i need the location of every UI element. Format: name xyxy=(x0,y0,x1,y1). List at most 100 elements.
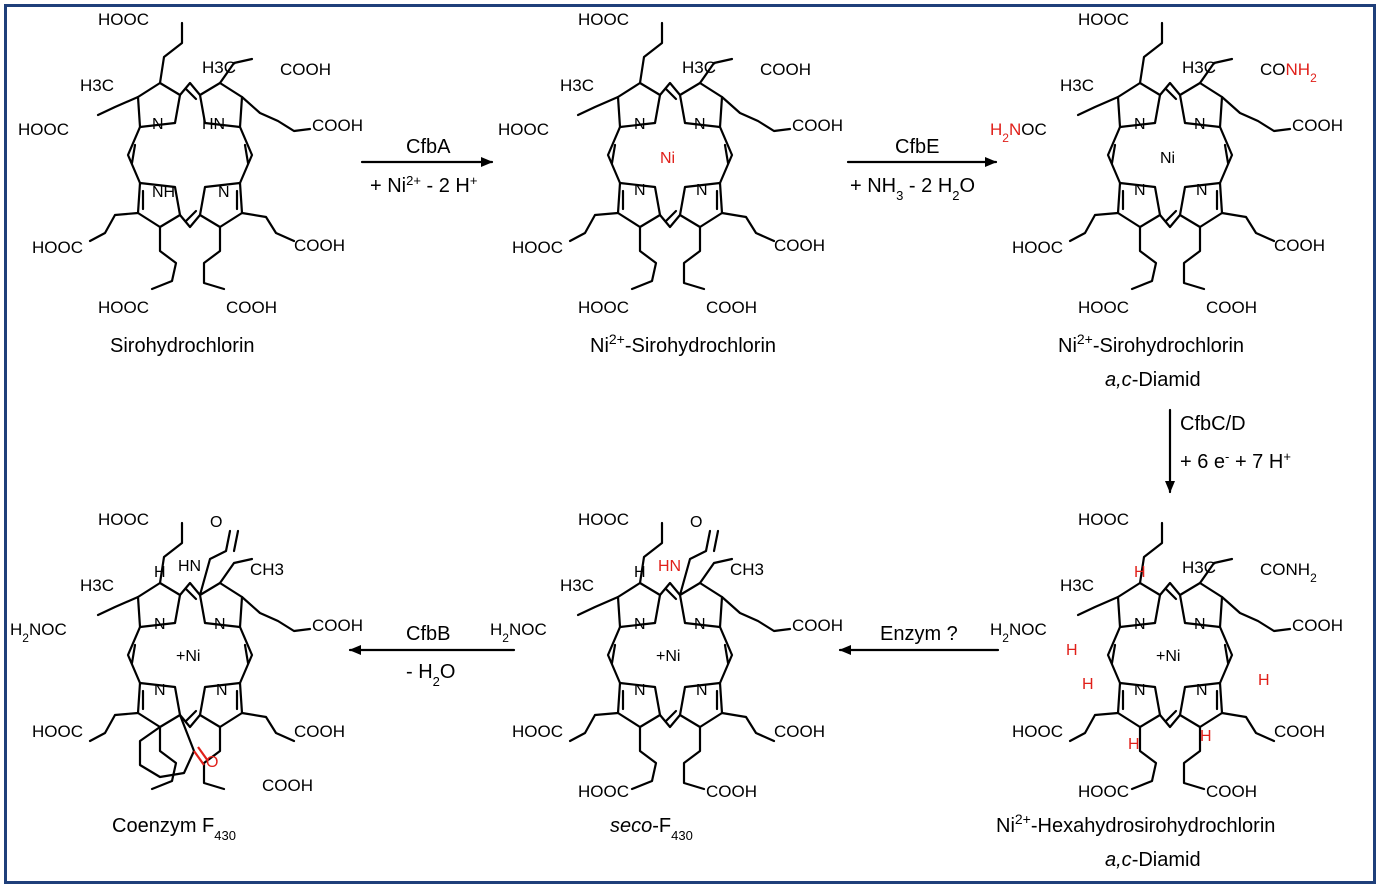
oxygen-atom: O xyxy=(210,514,222,531)
compound-name-4-line2: a,c-Diamid xyxy=(1105,849,1201,871)
cooh-group: COOH xyxy=(792,616,843,635)
compound-name-4: Ni2+-Hexahydrosirohydrochlorin xyxy=(996,811,1275,837)
nitrogen-atom: N xyxy=(634,182,646,199)
compound-name-3-line2: a,c-Diamid xyxy=(1105,369,1201,391)
cooh-group: COOH xyxy=(1274,722,1325,741)
methyl-group: H3C xyxy=(560,576,594,595)
methyl-group: H3C xyxy=(682,58,716,77)
oxygen-atom: O xyxy=(690,514,702,531)
cooh-group: COOH xyxy=(792,116,843,135)
hydrogen-atom: H xyxy=(1258,672,1270,689)
enzyme-label-3: CfbC/D xyxy=(1180,413,1246,435)
cooh-group: COOH xyxy=(1206,782,1257,801)
cooh-group: COOH xyxy=(294,236,345,255)
nickel-atom: Ni xyxy=(660,150,675,167)
methyl-group: H3C xyxy=(1060,76,1094,95)
nitrogen-atom: N xyxy=(152,116,164,133)
methyl-group: H3C xyxy=(560,76,594,95)
cooh-group: COOH xyxy=(706,298,757,317)
enzyme-label-1: CfbA xyxy=(406,136,451,158)
nitrogen-atom: HN xyxy=(178,558,201,575)
compound-ni-sirohydrochlorin-diamide: HOOC CONH2 H2NOC COOH H3C H3C HOOC COOH … xyxy=(990,10,1343,317)
hooc-group: HOOC xyxy=(1078,298,1129,317)
hooc-group: HOOC xyxy=(512,238,563,257)
condition-label-1: + Ni2+ - 2 H+ xyxy=(370,173,477,198)
nitrogen-atom: HN xyxy=(658,558,681,575)
enzyme-label-2: CfbE xyxy=(895,136,939,158)
cooh-group: COOH xyxy=(280,60,331,79)
methyl-group: H3C xyxy=(80,576,114,595)
nitrogen-atom: N xyxy=(1196,182,1208,199)
nitrogen-atom: N xyxy=(694,616,706,633)
amide-group: CONH2 xyxy=(1260,560,1317,585)
cooh-group: COOH xyxy=(760,60,811,79)
amide-group: H2NOC xyxy=(990,120,1047,145)
compound-ni-sirohydrochlorin: HOOC COOH HOOC COOH H3C H3C HOOC COOH HO… xyxy=(498,10,843,317)
cooh-group: COOH xyxy=(1292,116,1343,135)
compound-ni-hexahydrosirohydrochlorin-diamide: HOOC CONH2 H2NOC COOH H3C H3C HOOC COOH … xyxy=(990,510,1343,801)
cooh-group: COOH xyxy=(294,722,345,741)
nitrogen-atom: N xyxy=(1194,616,1206,633)
hydrogen-atom: H xyxy=(1128,736,1140,753)
amide-group: CONH2 xyxy=(1260,60,1317,85)
cooh-group: COOH xyxy=(262,776,313,795)
hooc-group: HOOC xyxy=(32,238,83,257)
nitrogen-atom: N xyxy=(218,184,230,201)
nitrogen-atom: N xyxy=(1134,116,1146,133)
nitrogen-atom: N xyxy=(696,182,708,199)
hydrogen-atom: H xyxy=(634,564,646,581)
hooc-group: HOOC xyxy=(1078,10,1129,29)
hooc-group: HOOC xyxy=(98,298,149,317)
methyl-group: H3C xyxy=(202,58,236,77)
scheme-frame xyxy=(4,4,1376,884)
nitrogen-atom: N xyxy=(1194,116,1206,133)
nitrogen-atom: N xyxy=(216,682,228,699)
methyl-group: H3C xyxy=(1182,58,1216,77)
nitrogen-atom: HN xyxy=(202,116,225,133)
cooh-group: COOH xyxy=(226,298,277,317)
amide-group: H2NOC xyxy=(10,620,67,645)
nitrogen-atom: N xyxy=(1196,682,1208,699)
hooc-group: HOOC xyxy=(578,510,629,529)
condition-label-3: + 6 e- + 7 H+ xyxy=(1180,449,1291,474)
methyl-group: H3C xyxy=(1182,558,1216,577)
hooc-group: HOOC xyxy=(1078,510,1129,529)
compound-name-1: Sirohydrochlorin xyxy=(110,335,255,357)
hooc-group: HOOC xyxy=(18,120,69,139)
oxygen-atom: O xyxy=(206,754,218,771)
nitrogen-atom: N xyxy=(1134,182,1146,199)
hydrogen-atom: H xyxy=(1066,642,1078,659)
nitrogen-atom: NH xyxy=(152,184,175,201)
compound-name-3: Ni2+-Sirohydrochlorin xyxy=(1058,331,1244,357)
hooc-group: HOOC xyxy=(98,510,149,529)
cooh-group: COOH xyxy=(774,722,825,741)
compound-seco-f430: HOOC O HN CH3 H3C H2NOC COOH HOOC COOH H… xyxy=(490,510,843,801)
cooh-group: COOH xyxy=(1292,616,1343,635)
hydrogen-atom: H xyxy=(1082,676,1094,693)
hooc-group: HOOC xyxy=(498,120,549,139)
amide-group: H2NOC xyxy=(490,620,547,645)
nitrogen-atom: N xyxy=(634,116,646,133)
nitrogen-atom: N xyxy=(154,616,166,633)
nitrogen-atom: N xyxy=(1134,616,1146,633)
enzyme-label-5: CfbB xyxy=(406,623,450,645)
compound-name-2: Ni2+-Sirohydrochlorin xyxy=(590,331,776,357)
cooh-group: COOH xyxy=(774,236,825,255)
cooh-group: COOH xyxy=(1274,236,1325,255)
hooc-group: HOOC xyxy=(1012,722,1063,741)
hooc-group: HOOC xyxy=(578,782,629,801)
compound-sirohydrochlorin: HOOC COOH HOOC COOH H3C H3C HOOC COOH HO… xyxy=(18,10,363,317)
amide-group: H2NOC xyxy=(990,620,1047,645)
hooc-group: HOOC xyxy=(578,298,629,317)
nickel-atom: +Ni xyxy=(1156,648,1180,665)
nitrogen-atom: N xyxy=(634,616,646,633)
hooc-group: HOOC xyxy=(1012,238,1063,257)
cooh-group: COOH xyxy=(312,616,363,635)
methyl-group: CH3 xyxy=(730,560,764,579)
enzyme-label-4: Enzym ? xyxy=(880,623,958,645)
compound-name-5: seco-F430 xyxy=(610,815,693,843)
nitrogen-atom: N xyxy=(634,682,646,699)
nitrogen-atom: N xyxy=(694,116,706,133)
hydrogen-atom: H xyxy=(1134,564,1146,581)
